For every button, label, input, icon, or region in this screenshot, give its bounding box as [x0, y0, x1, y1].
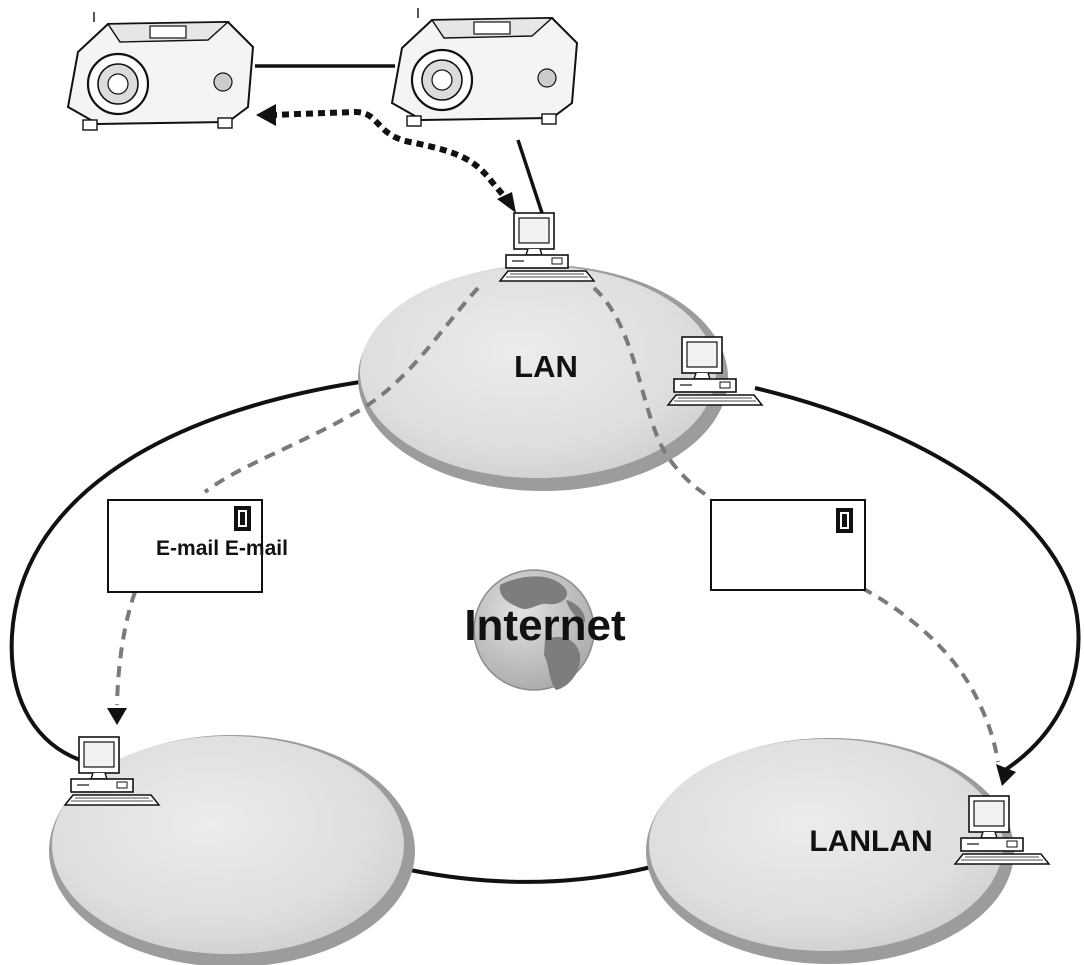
lan-bottom-right-label: LANLAN [809, 825, 932, 858]
dotted-arrowhead-left [256, 104, 276, 126]
lan-bottom-left-ellipse [49, 735, 415, 965]
envelope-icon [107, 499, 263, 593]
projector-icon [66, 10, 255, 132]
dotted-path [269, 108, 513, 205]
dotted-arrowhead-down [497, 192, 516, 213]
lan-bottom-right-ellipse [646, 738, 1014, 964]
projector-icon [390, 6, 579, 128]
dashed-path-right [592, 286, 713, 500]
internet-ring [9, 380, 361, 762]
lan-top-label: LAN [514, 349, 578, 384]
email-label: E-mail E-mail [156, 537, 288, 560]
internet-ring-right [754, 386, 1081, 772]
dashed-path-left-down [115, 591, 137, 706]
computer-icon [954, 795, 1050, 865]
computer-icon [499, 212, 595, 282]
dashed-arrowhead-left [107, 708, 127, 725]
ring-arrowhead [996, 764, 1016, 786]
internet-label: Internet [464, 601, 626, 650]
internet-ring-bottom [409, 864, 656, 884]
envelope-icon [710, 499, 866, 591]
globe-icon [473, 569, 595, 691]
dashed-path-right-down [861, 586, 1000, 763]
computer-icon [667, 336, 763, 406]
projector-pc-link [516, 139, 544, 214]
